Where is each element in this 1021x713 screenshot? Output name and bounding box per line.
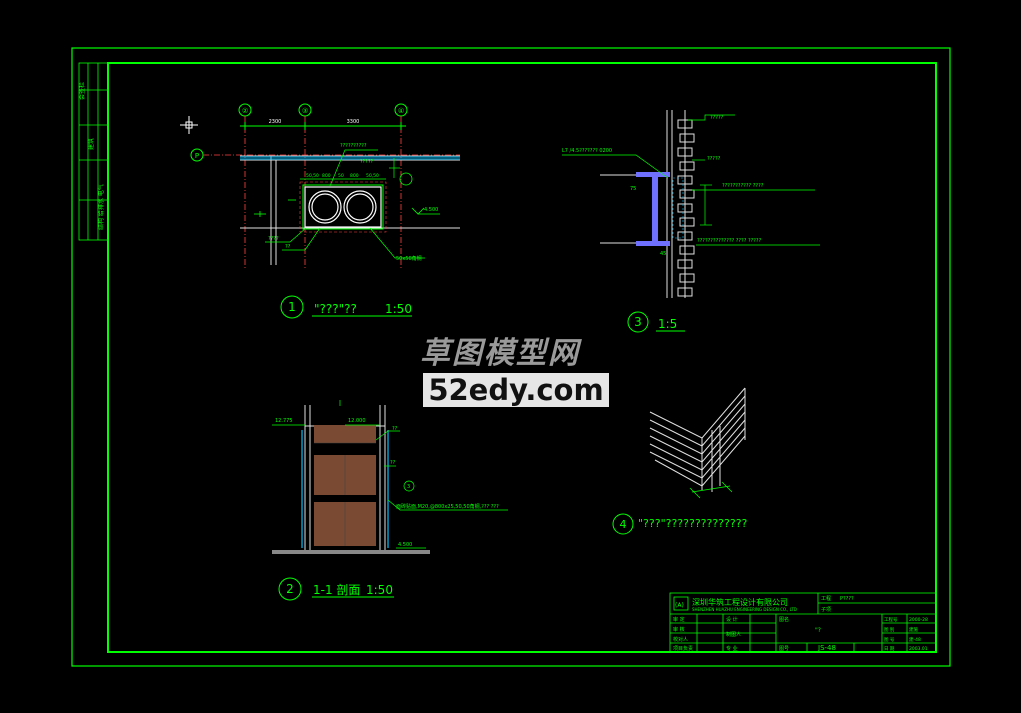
tb-right-label-1: 工程号 [884, 616, 898, 623]
tb-row-3: 校对人 [673, 636, 688, 643]
detail-label-45: 45 [660, 251, 666, 257]
plan-box-dim-4: 800 [350, 173, 359, 179]
binding-strip-text: 会签栏 建筑 结构 给排水 电气 [78, 82, 105, 230]
axis-label-2: ② [242, 107, 248, 115]
axis-label-4: ④ [398, 107, 404, 115]
watermark-url: 52edy.com [423, 373, 609, 407]
steel-channel [652, 173, 658, 245]
svg-text:建筑: 建筑 [87, 138, 95, 150]
tb-mid-2: 制图人 [726, 631, 741, 638]
svg-text:会签栏: 会签栏 [78, 82, 86, 100]
ac-unit-box [304, 186, 382, 228]
company-name-cn: 深圳华筑工程设计有限公司 [692, 597, 788, 607]
tb-mid-3: 专 业 [726, 645, 738, 652]
inner-border [107, 62, 937, 653]
plan-box-dim-5: 50,50 [366, 173, 379, 179]
detail-note-1: L7 /4.5??????? 0200 [562, 148, 612, 154]
plan-dim-2: 3300 [347, 119, 360, 125]
tb-mid-1: 设 计 [726, 616, 738, 623]
tb-right-value-2: 建施 [909, 626, 918, 633]
view1-caption: "???"?? [314, 302, 357, 316]
plan-note-2: ????? [360, 159, 374, 165]
view2-section: 12.775 12.000 4.500 ?? ?? 面砖贴面,M20,@800x… [272, 400, 508, 601]
tb-right-value-4: 2003.01 [909, 646, 928, 652]
plan-level: 4.500 [424, 207, 438, 213]
drawing-name-label: 图名 [779, 616, 789, 623]
section-level-1: 12.775 [275, 418, 293, 424]
plan-note-5: 50x50角钢 [396, 255, 422, 262]
axis-label-3: ③ [302, 107, 308, 115]
section-note-2: ?? [390, 460, 396, 466]
watermark-title: 草图模型网 [420, 336, 580, 371]
detail-note-4: ??????????? ???? [722, 183, 764, 189]
view3-number: 3 [634, 315, 642, 329]
tb-right-label-2: 图 别 [884, 626, 895, 633]
detail-label-75: 75 [630, 186, 636, 192]
plan-box-dim-3: 50 [338, 173, 344, 179]
view3-scale: 1:5 [658, 317, 677, 331]
drawing-no: JS-48 [817, 644, 836, 652]
logo-stamp: (A) [675, 602, 684, 609]
facade-panel-top [314, 425, 376, 443]
view2-scale: 1:50 [366, 583, 393, 597]
view3-detail: L7 /4.5??????? 0200 ????? ????? ????????… [562, 110, 820, 333]
tb-right-value-3: 建-48 [909, 636, 921, 643]
view4-caption: "???"?????????????? [638, 517, 748, 530]
detail-note-5: ?????????????? ???? ????? [697, 238, 762, 244]
binding-strip [78, 62, 109, 241]
grid-label-p: P [195, 152, 199, 160]
view4-isometric [649, 387, 746, 492]
tb-row-2: 审 核 [673, 626, 685, 633]
tb-right-label-3: 图 号 [884, 637, 895, 643]
subitem-label: 子项 [821, 606, 831, 613]
svg-text:结构 给排水 电气: 结构 给排水 电气 [97, 184, 105, 230]
section-note-3: 面砖贴面,M20,@800x25,50,50角钢,??? ??? [396, 503, 499, 510]
tb-right-label-4: 日 期 [884, 646, 895, 652]
view2-caption: 1-1 剖面 [313, 583, 360, 597]
tb-right-value-1: 2000-28 [909, 617, 928, 623]
view1-plan: ② ③ ④ P 2300 3300 50,50 [190, 103, 460, 319]
plan-box-dim-1: 50,50 [306, 173, 319, 179]
tb-row-1: 审 定 [673, 616, 685, 623]
section-level-3: 4.500 [398, 542, 412, 548]
tb-row-4: 项目负责 [673, 645, 693, 652]
outer-border [71, 47, 951, 667]
company-name-en: SHENZHEN HUAZHU ENGINEERING DESIGN CO., … [692, 607, 797, 612]
view2-number: 2 [286, 582, 294, 596]
view4-dims [689, 481, 733, 499]
drawing-name: "? [815, 627, 821, 634]
plan-dim-1: 2300 [269, 119, 282, 125]
detail-note-3: ????? [707, 156, 721, 162]
plan-note-3: ???? [268, 236, 279, 242]
section-level-2: 12.000 [348, 418, 366, 424]
project-label: 工程 [821, 595, 831, 602]
plan-note-1: ?????????? [340, 143, 367, 149]
title-block [669, 592, 937, 653]
plan-note-4: ?? [285, 244, 291, 250]
crosshair-cursor-icon [180, 116, 198, 134]
detail-note-2: ????? [710, 115, 724, 121]
view1-number: 1 [288, 300, 296, 314]
view4-number: 4 [620, 518, 627, 531]
section-callout: 3 [407, 484, 410, 490]
drawing-no-label: 图号 [779, 646, 789, 652]
section-note-1: ?? [392, 426, 398, 432]
plan-box-dim-2: 800 [322, 173, 331, 179]
project-value: P???? [840, 596, 854, 602]
view1-scale: 1:50 [385, 302, 412, 316]
